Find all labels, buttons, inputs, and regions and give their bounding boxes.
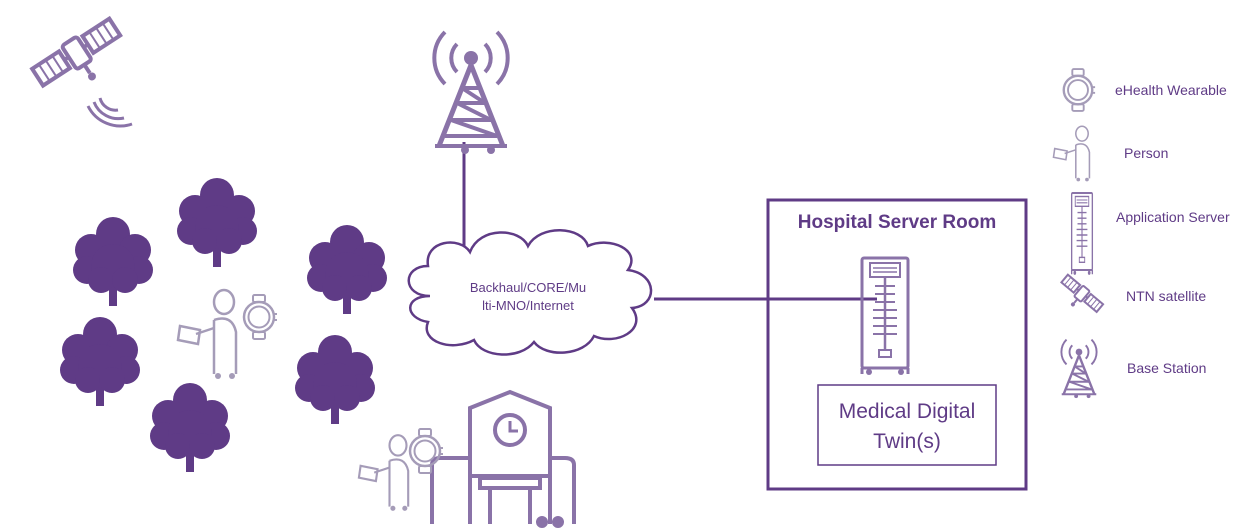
legend-wearable-label: eHealth Wearable [1115, 82, 1227, 98]
wearable-icon [242, 293, 279, 341]
person-icon [357, 434, 410, 512]
satellite-icon [28, 14, 135, 107]
legend-person-label: Person [1124, 145, 1169, 161]
legend-wearable-icon [1062, 67, 1097, 113]
tree-icon [307, 225, 387, 314]
legend-person-icon [1052, 125, 1091, 183]
legend-base-station-label: Base Station [1127, 360, 1207, 376]
tree-icon [60, 317, 140, 406]
tree-icon [295, 335, 375, 424]
legend-satellite-label: NTN satellite [1126, 288, 1207, 304]
cloud-label-line1: Backhaul/CORE/Mu [469, 280, 587, 295]
tree-icon [150, 383, 230, 472]
digital-twin-line2: Twin(s) [873, 430, 941, 453]
digital-twin-line1: Medical Digital [838, 400, 976, 423]
legend-server-icon [1070, 191, 1094, 276]
legend-base-station-icon [1060, 338, 1098, 400]
hospital-building-icon [430, 389, 576, 528]
person-icon [176, 288, 238, 381]
legend-satellite-icon [1053, 272, 1106, 322]
wearable-icon [408, 427, 445, 475]
cloud-label-line2: lti-MNO/Internet [482, 298, 574, 313]
base-station-icon [434, 32, 507, 154]
tree-icon [177, 178, 257, 267]
application-server-icon [860, 256, 910, 377]
hospital-room-title: Hospital Server Room [797, 212, 997, 233]
network-cloud-shape [407, 229, 653, 356]
digital-twin-box [817, 384, 997, 466]
tree-icon [73, 217, 153, 306]
satellite-signal-icon [86, 97, 133, 128]
legend-server-label: Application Server [1116, 209, 1230, 225]
digital-twin-label: Medical Digital Twin(s) [818, 397, 996, 457]
hospital-room-frame [766, 198, 1028, 491]
